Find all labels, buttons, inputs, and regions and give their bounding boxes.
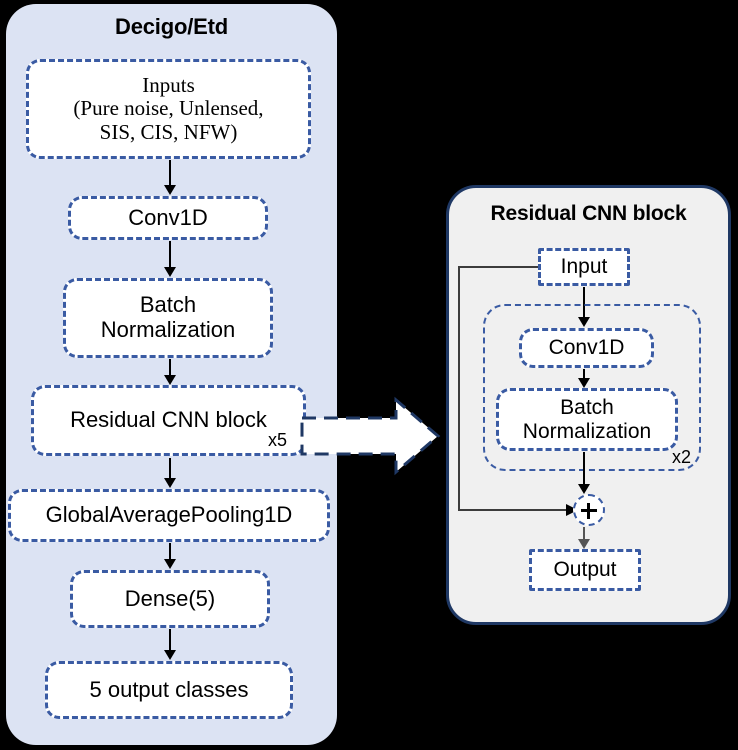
- node-conv1d[interactable]: Conv1D: [68, 196, 268, 240]
- arrow-gap-to-dense: [164, 543, 176, 569]
- node-batchnorm-line2: Normalization: [100, 317, 236, 342]
- node-residual-conv1d-label: Conv1D: [548, 336, 625, 360]
- arrow-inputs-to-conv1d: [164, 160, 176, 195]
- node-dense-label: Dense(5): [124, 585, 216, 611]
- arrow-batchnorm-to-junction: [578, 452, 590, 494]
- repeat-badge-x5: x5: [268, 430, 288, 450]
- node-residual-output[interactable]: Output: [529, 549, 641, 591]
- repeat-badge-x2: x2: [672, 447, 692, 467]
- arrow-conv1d-to-batchnorm-inner: [578, 369, 590, 388]
- left-panel-title: Decigo/Etd: [115, 14, 228, 39]
- node-residual-input-label: Input: [560, 255, 608, 279]
- arrow-junction-to-output: [578, 527, 590, 549]
- node-output-classes[interactable]: 5 output classes: [45, 661, 293, 719]
- node-inputs-line2: (Pure noise, Unlensed,: [73, 96, 264, 121]
- node-residual-batchnorm-line2: Normalization: [522, 419, 652, 443]
- node-residual-conv1d[interactable]: Conv1D: [519, 328, 654, 368]
- node-output-classes-label: 5 output classes: [89, 676, 249, 702]
- arrow-resblock-to-gap: [164, 458, 176, 488]
- right-panel-title: Residual CNN block: [490, 202, 687, 225]
- node-global-average-pooling-1d[interactable]: GlobalAveragePooling1D: [8, 489, 330, 542]
- node-gap-label: GlobalAveragePooling1D: [45, 502, 293, 528]
- node-batch-normalization[interactable]: Batch Normalization: [63, 278, 273, 358]
- node-inputs-line1: Inputs: [142, 72, 195, 97]
- arrow-batchnorm-to-resblock: [164, 359, 176, 385]
- node-residual-input[interactable]: Input: [538, 248, 630, 286]
- node-residual-batch-normalization[interactable]: Batch Normalization: [496, 388, 678, 451]
- node-conv1d-label: Conv1D: [128, 204, 208, 230]
- node-residual-batchnorm-line1: Batch: [560, 395, 614, 419]
- node-residual-output-label: Output: [553, 558, 617, 582]
- node-batchnorm-line1: Batch: [139, 292, 197, 318]
- node-inputs-line3: SIS, CIS, NFW): [99, 119, 238, 144]
- arrow-input-to-conv1d: [578, 287, 590, 327]
- node-dense[interactable]: Dense(5): [70, 570, 270, 628]
- plus-vertical-bar: [587, 503, 590, 519]
- add-junction-icon: [573, 494, 605, 526]
- expand-block-arrow-icon: [300, 396, 441, 476]
- arrow-dense-to-classes: [164, 629, 176, 660]
- node-inputs[interactable]: Inputs (Pure noise, Unlensed, SIS, CIS, …: [26, 59, 311, 159]
- arrow-conv1d-to-batchnorm: [164, 241, 176, 277]
- inner-repeat-group: [483, 304, 701, 471]
- node-residual-cnn-block[interactable]: Residual CNN block: [31, 385, 306, 456]
- node-residual-cnn-block-label: Residual CNN block: [70, 407, 267, 433]
